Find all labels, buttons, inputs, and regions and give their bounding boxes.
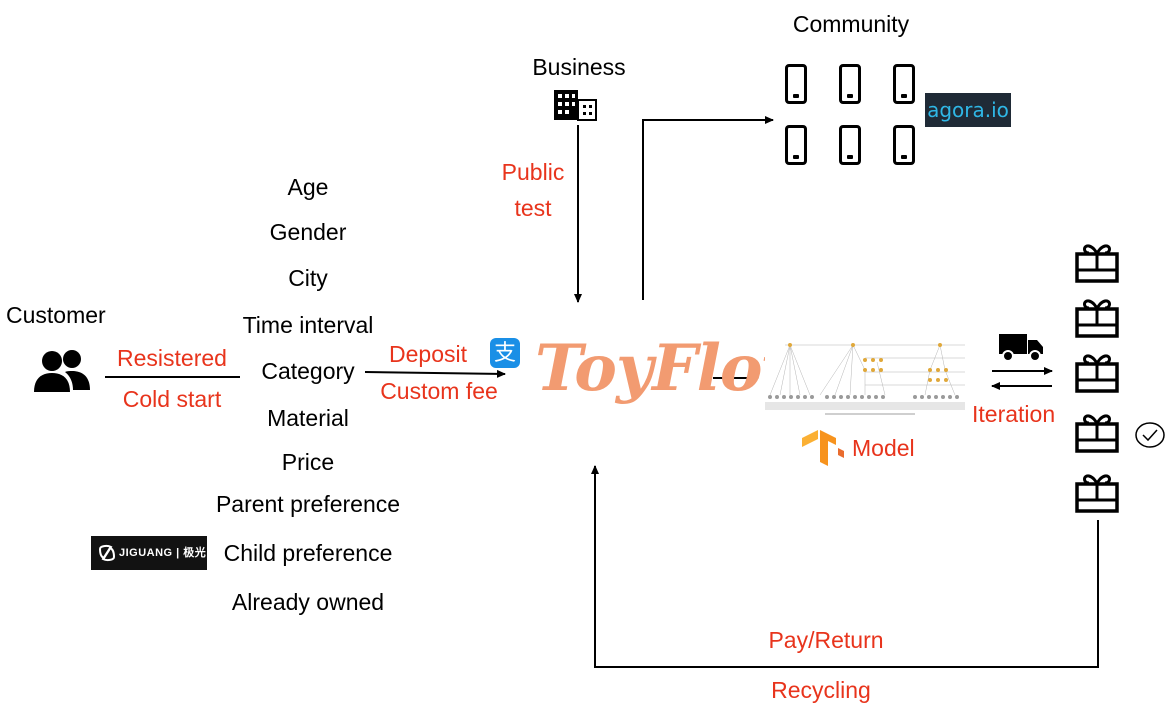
phone-icon [893,64,915,104]
wide-deep-model-figure [765,340,965,416]
deposit-arrow [364,369,506,378]
test-label: test [514,195,552,221]
gift-box-icon [1075,354,1119,393]
community-label: Community [792,11,910,37]
jiguang-logo-text: JIGUANG | 极光 [119,547,207,559]
gift-box-icon [1075,474,1119,513]
resistered-label: Resistered [117,345,227,371]
community-arrow [642,116,774,300]
attribute-age: Age [287,174,329,200]
public-label: Public [501,159,565,185]
check-circle-icon [1135,422,1165,448]
phone-icon [785,64,807,104]
phone-icon [785,125,807,165]
tensorflow-icon [802,430,844,466]
attribute-material: Material [267,405,349,431]
building-icon [554,90,597,121]
business-label: Business [532,54,626,80]
phone-icon [839,64,861,104]
truck-icon [999,334,1043,362]
attribute-price: Price [281,449,335,475]
attribute-category: Category [261,358,355,384]
attribute-child-preference: Child preference [223,540,393,566]
jiguang-mark-icon [98,544,116,562]
jiguang-logo: JIGUANG | 极光 [91,536,207,570]
phone-icon [893,125,915,165]
attribute-time-interval: Time interval [242,312,374,338]
pay-return-label: Pay/Return [768,627,884,653]
attribute-city: City [288,265,328,291]
recycling-label: Recycling [771,677,871,703]
attribute-parent-preference: Parent preference [215,491,401,517]
gift-box-icon [1075,299,1119,338]
agora-logo: agora.io [925,93,1011,127]
model-label: Model [852,435,915,461]
recycling-arrow [591,465,1099,668]
iteration-label: Iteration [972,401,1056,427]
cold-start-label: Cold start [122,386,222,412]
people-icon [34,350,90,392]
customer-label: Customer [6,302,106,328]
gift-box-icon [1075,244,1119,283]
custom-fee-label: Custom fee [380,378,498,404]
alipay-icon: 支 [490,338,520,368]
deposit-label: Deposit [389,341,467,367]
attribute-gender: Gender [269,219,347,245]
attribute-already-owned: Already owned [231,589,385,615]
phone-icon [839,125,861,165]
gift-box-icon [1075,414,1119,453]
